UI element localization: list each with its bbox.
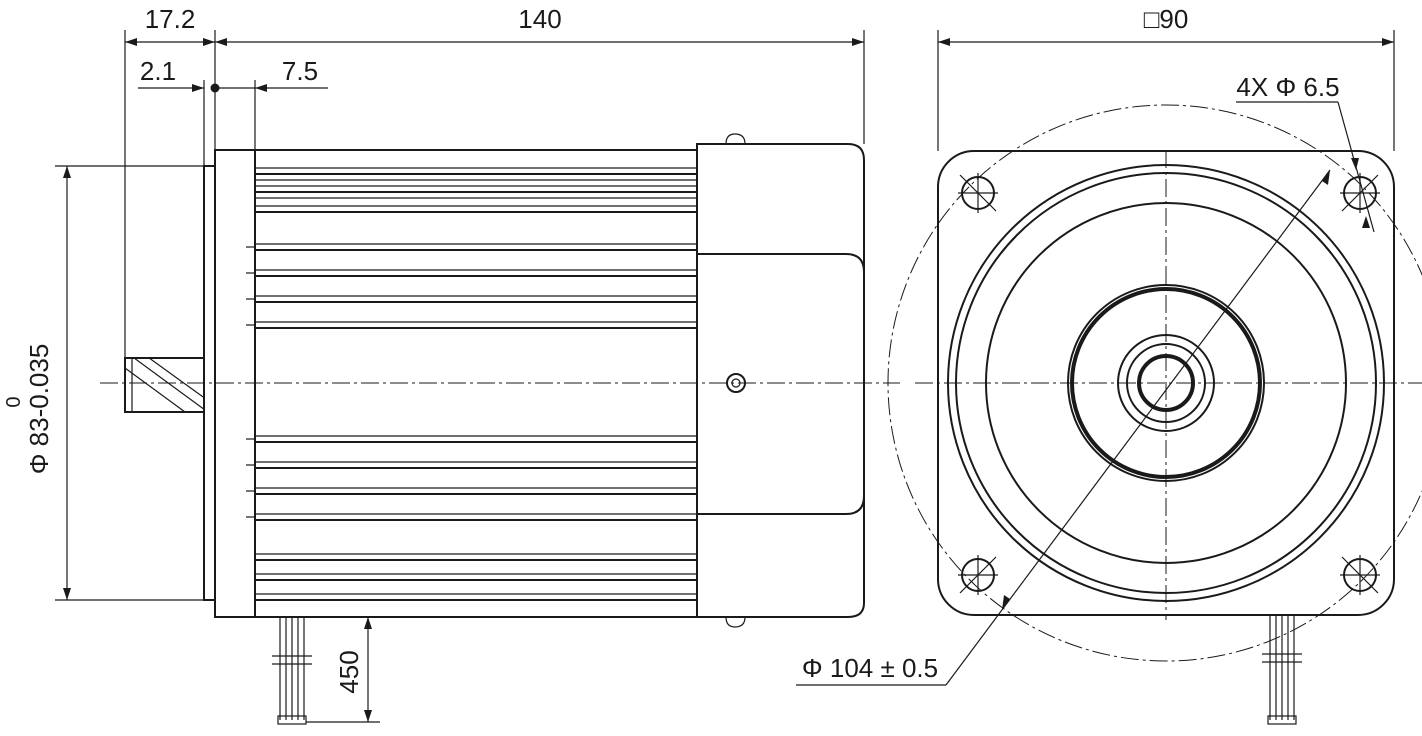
mounting-hole-icon <box>958 173 998 213</box>
bolt-circle <box>887 104 1422 662</box>
pilot-height-label: 2.1 <box>140 56 176 86</box>
dim-overall-length: 140 <box>215 4 865 144</box>
dim-mounting-holes: 4X Φ 6.5 <box>1236 72 1375 233</box>
mounting-holes-label: 4X Φ 6.5 <box>1236 72 1339 102</box>
front-view: □90 4X Φ 6.5 Φ 104 ± 0.5 <box>796 4 1422 725</box>
dim-pilot: 2.1 7.5 <box>138 56 328 166</box>
flange-thickness-label: 17.2 <box>145 4 196 34</box>
rear-cover <box>696 133 865 628</box>
bolt-circle-label: Φ 104 ± 0.5 <box>802 653 938 683</box>
pilot-ring <box>1070 287 1262 479</box>
square-size-label: □90 <box>1144 4 1189 34</box>
side-view: 17.2 140 2.1 7.5 <box>3 4 900 725</box>
dim-lead-length: 450 <box>306 616 380 723</box>
mounting-hole-icon <box>958 555 998 595</box>
shaft-end <box>1137 354 1195 412</box>
square-flange <box>937 150 1395 616</box>
flange-offset-label: 7.5 <box>282 56 318 86</box>
cooling-fins <box>246 167 697 601</box>
dim-square-size: □90 <box>937 4 1395 151</box>
mounting-hole-icon <box>1340 173 1380 213</box>
pilot-diameter-label: Φ 83-0.035 <box>24 344 54 475</box>
outer-ring <box>947 164 1385 602</box>
dim-pilot-diameter: Φ 83-0.035 0 <box>3 165 204 601</box>
lead-wires <box>272 617 312 725</box>
overall-length-label: 140 <box>518 4 561 34</box>
mounting-hole-icon <box>1340 555 1380 595</box>
dim-flange-thickness: 17.2 <box>124 4 216 358</box>
dim-bolt-circle: Φ 104 ± 0.5 <box>796 169 1331 686</box>
pilot-tolerance-label: 0 <box>3 396 25 407</box>
screw-icon <box>726 373 746 393</box>
front-lead-wires <box>1262 615 1302 725</box>
lead-length-label: 450 <box>334 650 364 693</box>
